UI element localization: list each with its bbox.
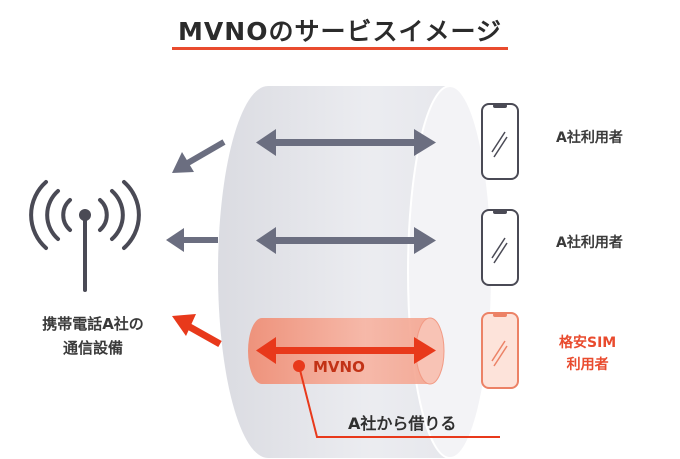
smartphone-icon [481,312,519,389]
to-carrier-arrow-red [172,314,222,348]
smartphone-icon [481,209,519,286]
carrier-label-line1: 携帯電話A社の [42,315,144,333]
user-label-3: 格安SIM 利用者 [559,332,616,376]
antenna-icon [29,180,141,292]
smartphone-icon [481,103,519,180]
to-carrier-arrow-2 [166,228,218,252]
user-label-3-line2: 利用者 [566,357,609,373]
borrow-callout [293,360,500,438]
user-label-2: A社利用者 [556,235,623,251]
user-label-3-line1: 格安SIM [559,335,617,351]
user-arrow-2 [256,227,436,254]
borrow-label: A社から借りる [348,414,457,433]
page-title: MVNOのサービスイメージ [178,17,502,46]
to-carrier-arrow-1 [172,139,226,173]
mvno-arrow [256,337,436,364]
user-arrow-1 [256,129,436,156]
user-label-1: A社利用者 [556,130,623,146]
mvno-label: MVNO [313,358,365,376]
carrier-label: 携帯電話A社の 通信設備 [18,312,168,360]
carrier-label-line2: 通信設備 [62,339,123,357]
title-underline [172,47,508,50]
